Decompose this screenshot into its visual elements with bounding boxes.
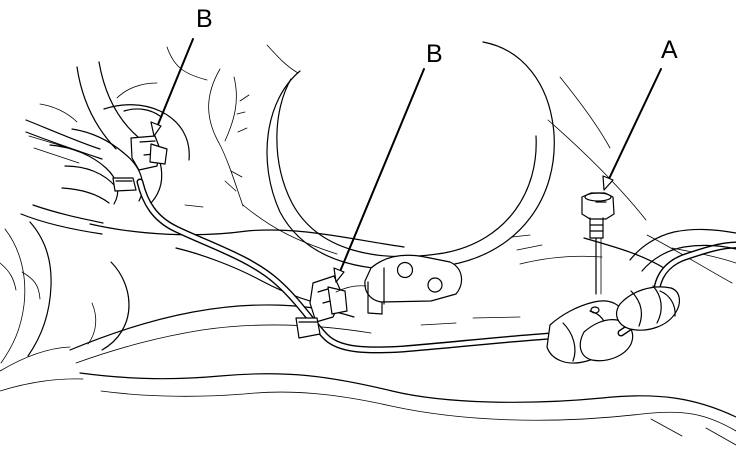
left-clamp-b (112, 135, 168, 192)
right-flange-fitting (546, 228, 736, 364)
callout-arrows (150, 38, 662, 283)
arrow-a-head (602, 175, 614, 191)
callout-b-left-label: B (196, 5, 213, 33)
arrow-a (607, 68, 662, 182)
background-transmission-outline (89, 41, 736, 284)
callout-a-label: A (661, 36, 678, 64)
bolt-a (581, 192, 615, 295)
mounting-bracket (335, 254, 463, 315)
detail-ticks (184, 94, 736, 446)
arrow-b-left-head (150, 121, 162, 137)
arrow-b-center (338, 68, 425, 275)
callout-b-center-label: B (426, 40, 443, 68)
arrow-b-center-head (333, 267, 345, 283)
center-clamp-b (295, 275, 348, 339)
lower-frame-outline (0, 221, 736, 432)
left-hose-assembly (20, 61, 190, 235)
arrow-b-left (156, 38, 194, 128)
